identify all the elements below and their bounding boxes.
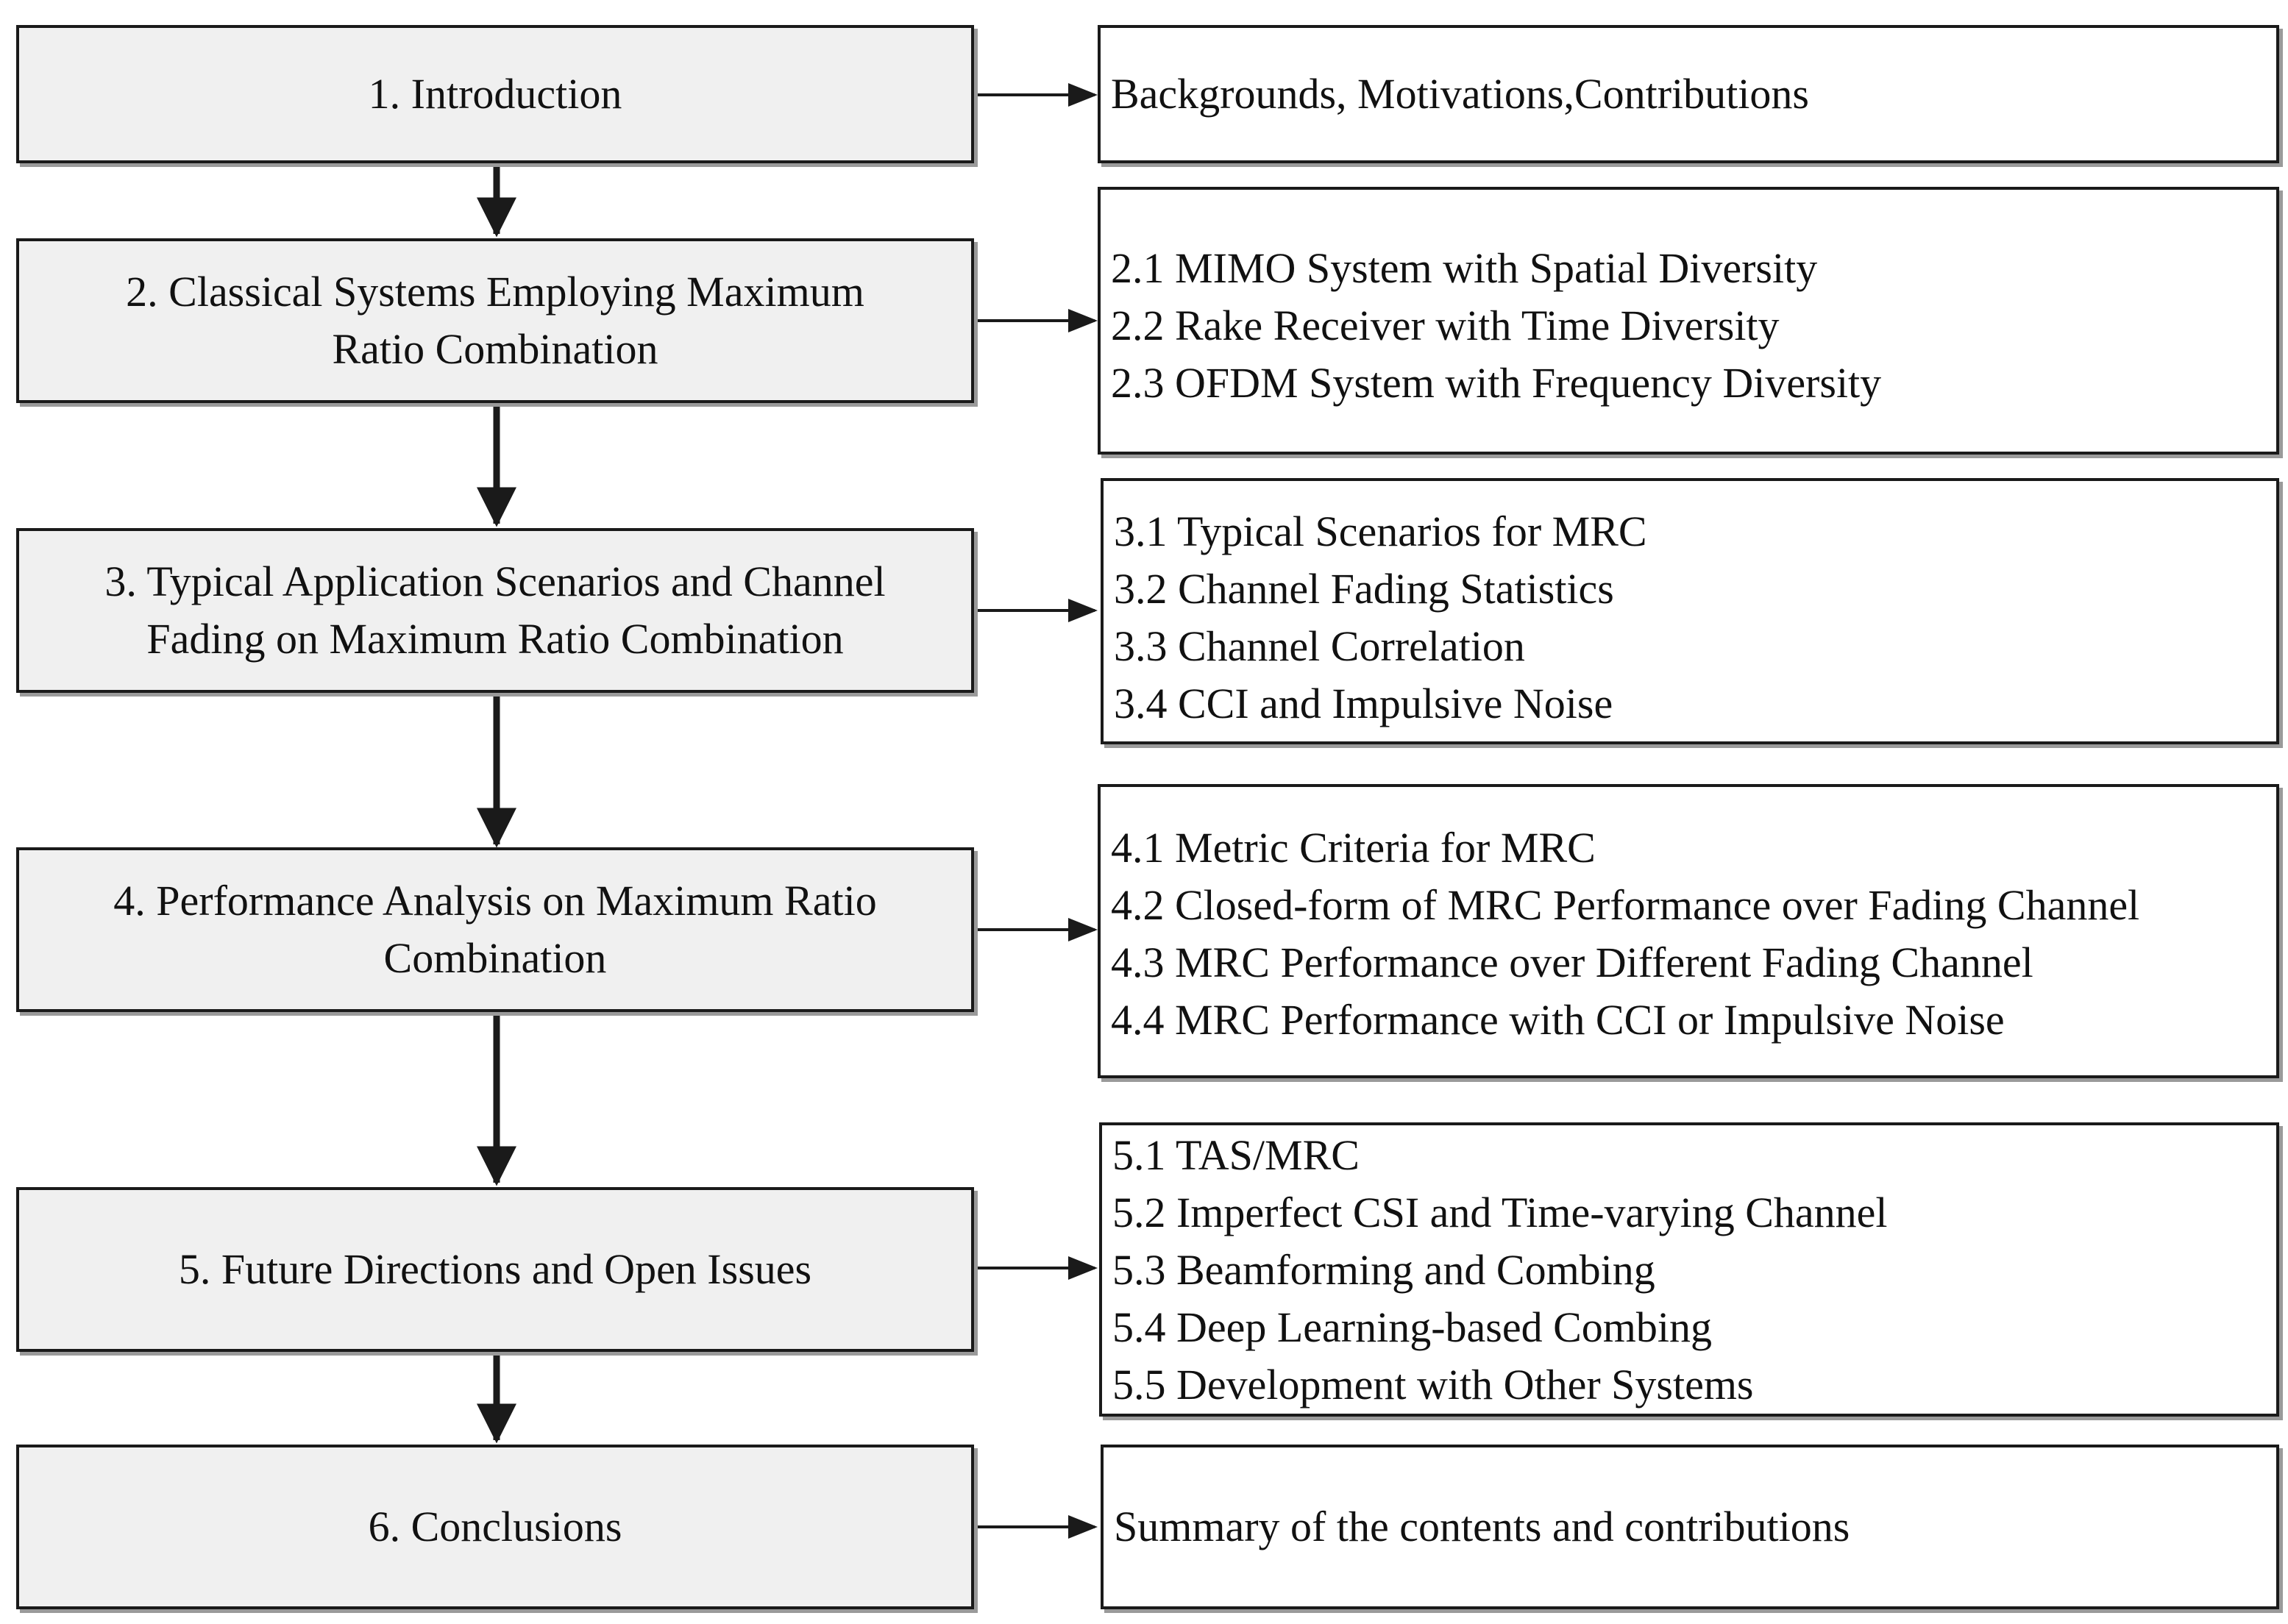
detail-3-item-4: 3.4 CCI and Impulsive Noise — [1114, 680, 1613, 727]
detail-3-item-1: 3.1 Typical Scenarios for MRC — [1114, 508, 1647, 555]
detail-4-item-3: 4.3 MRC Performance over Different Fadin… — [1111, 939, 2033, 986]
detail-box-5: 5.1 TAS/MRC 5.2 Imperfect CSI and Time-v… — [1099, 1122, 2279, 1417]
detail-2-item-3: 2.3 OFDM System with Frequency Diversity — [1111, 359, 1882, 407]
detail-4-item-1: 4.1 Metric Criteria for MRC — [1111, 824, 1596, 872]
section-box-5: 5. Future Directions and Open Issues — [16, 1187, 974, 1352]
detail-4-item-4: 4.4 MRC Performance with CCI or Impulsiv… — [1111, 996, 2005, 1044]
section-4-title-line-1: 4. Performance Analysis on Maximum Ratio — [113, 877, 877, 925]
detail-box-4: 4.1 Metric Criteria for MRC 4.2 Closed-f… — [1098, 784, 2279, 1078]
section-3-title-line-2: Fading on Maximum Ratio Combination — [146, 615, 844, 663]
detail-3-item-3: 3.3 Channel Correlation — [1114, 622, 1525, 670]
detail-5-item-1: 5.1 TAS/MRC — [1112, 1131, 1360, 1179]
detail-5-item-4: 5.4 Deep Learning-based Combing — [1112, 1303, 1713, 1351]
detail-5-item-2: 5.2 Imperfect CSI and Time-varying Chann… — [1112, 1189, 1888, 1236]
detail-box-3: 3.1 Typical Scenarios for MRC 3.2 Channe… — [1101, 478, 2279, 744]
section-5-title: 5. Future Directions and Open Issues — [178, 1245, 812, 1293]
section-box-4: 4. Performance Analysis on Maximum Ratio… — [16, 847, 974, 1012]
section-box-3: 3. Typical Application Scenarios and Cha… — [16, 528, 974, 693]
section-4-title-line-2: Combination — [383, 934, 607, 982]
detail-3-item-2: 3.2 Channel Fading Statistics — [1114, 565, 1614, 613]
section-box-1: 1. Introduction — [16, 25, 974, 163]
detail-2-item-2: 2.2 Rake Receiver with Time Diversity — [1111, 302, 1780, 349]
detail-box-6: Summary of the contents and contribution… — [1101, 1445, 2279, 1609]
section-6-title: 6. Conclusions — [368, 1503, 622, 1550]
detail-box-2: 2.1 MIMO System with Spatial Diversity 2… — [1098, 187, 2279, 455]
section-3-title-line-1: 3. Typical Application Scenarios and Cha… — [104, 558, 886, 605]
detail-5-item-5: 5.5 Development with Other Systems — [1112, 1361, 1754, 1408]
detail-4-item-2: 4.2 Closed-form of MRC Performance over … — [1111, 881, 2140, 929]
detail-1-item-1: Backgrounds, Motivations,Contributions — [1111, 70, 1809, 118]
section-box-2: 2. Classical Systems Employing Maximum R… — [16, 238, 974, 403]
detail-5-item-3: 5.3 Beamforming and Combing — [1112, 1246, 1655, 1294]
section-1-title: 1. Introduction — [368, 70, 622, 118]
detail-2-item-1: 2.1 MIMO System with Spatial Diversity — [1111, 244, 1818, 292]
section-2-title-line-2: Ratio Combination — [332, 325, 658, 373]
section-box-6: 6. Conclusions — [16, 1445, 974, 1609]
detail-6-item-1: Summary of the contents and contribution… — [1114, 1503, 1850, 1550]
section-2-title-line-1: 2. Classical Systems Employing Maximum — [126, 268, 864, 316]
detail-box-1: Backgrounds, Motivations,Contributions — [1098, 25, 2279, 163]
